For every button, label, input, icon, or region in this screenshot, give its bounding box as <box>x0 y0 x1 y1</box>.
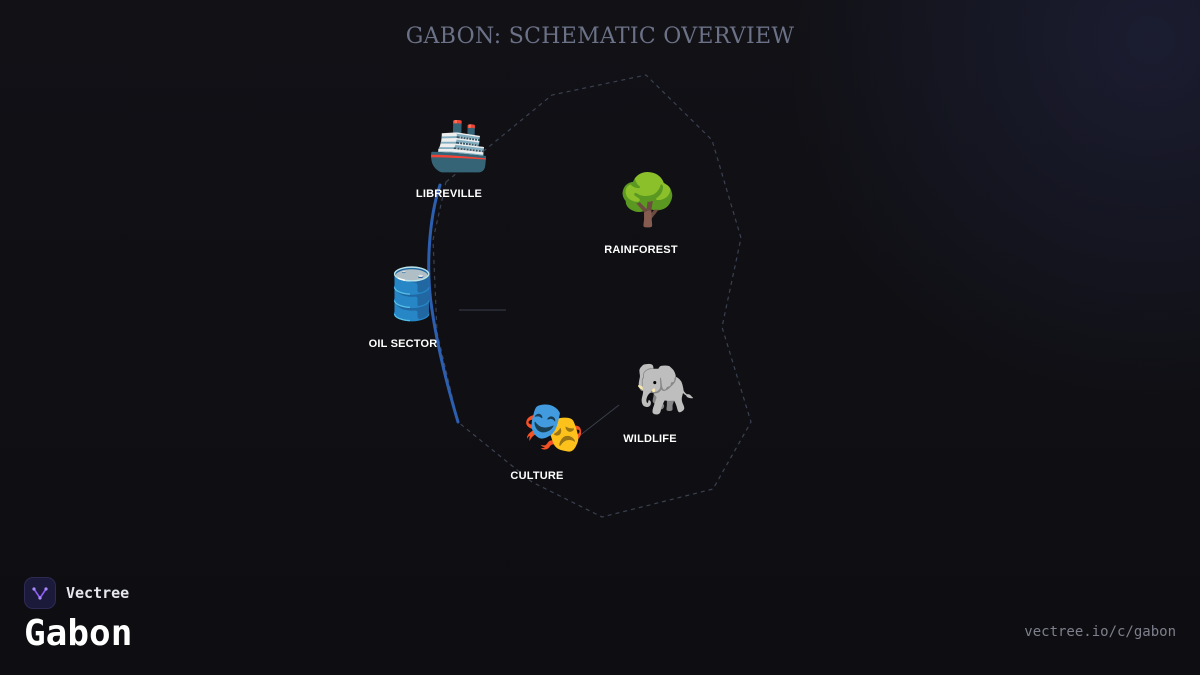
tree-icon: 🌳 <box>616 171 680 229</box>
brand[interactable]: Vectree <box>24 577 129 609</box>
ship-icon: 🚢 <box>427 116 491 174</box>
vectree-logo-icon <box>24 577 56 609</box>
node-label-culture: CULTURE <box>510 470 564 482</box>
coastline <box>427 183 460 424</box>
connector-wildlife-culture <box>573 404 620 441</box>
oil-barrel-icon: 🛢️ <box>380 265 444 323</box>
page-url-link[interactable]: vectree.io/c/gabon <box>1024 624 1176 640</box>
diagram-title: GABON: SCHEMATIC OVERVIEW <box>405 24 795 49</box>
node-label-rainforest: RAINFOREST <box>604 244 678 256</box>
elephant-icon: 🐘 <box>634 360 698 418</box>
country-outline <box>432 74 752 518</box>
theater-masks-icon: 🎭 <box>522 398 586 456</box>
brand-name: Vectree <box>66 584 130 602</box>
node-label-libreville: LIBREVILLE <box>415 188 483 200</box>
page-heading: Gabon <box>24 613 133 654</box>
node-label-wildlife: WILDLIFE <box>623 433 677 445</box>
node-label-oil-sector: OIL SECTOR <box>368 338 438 350</box>
